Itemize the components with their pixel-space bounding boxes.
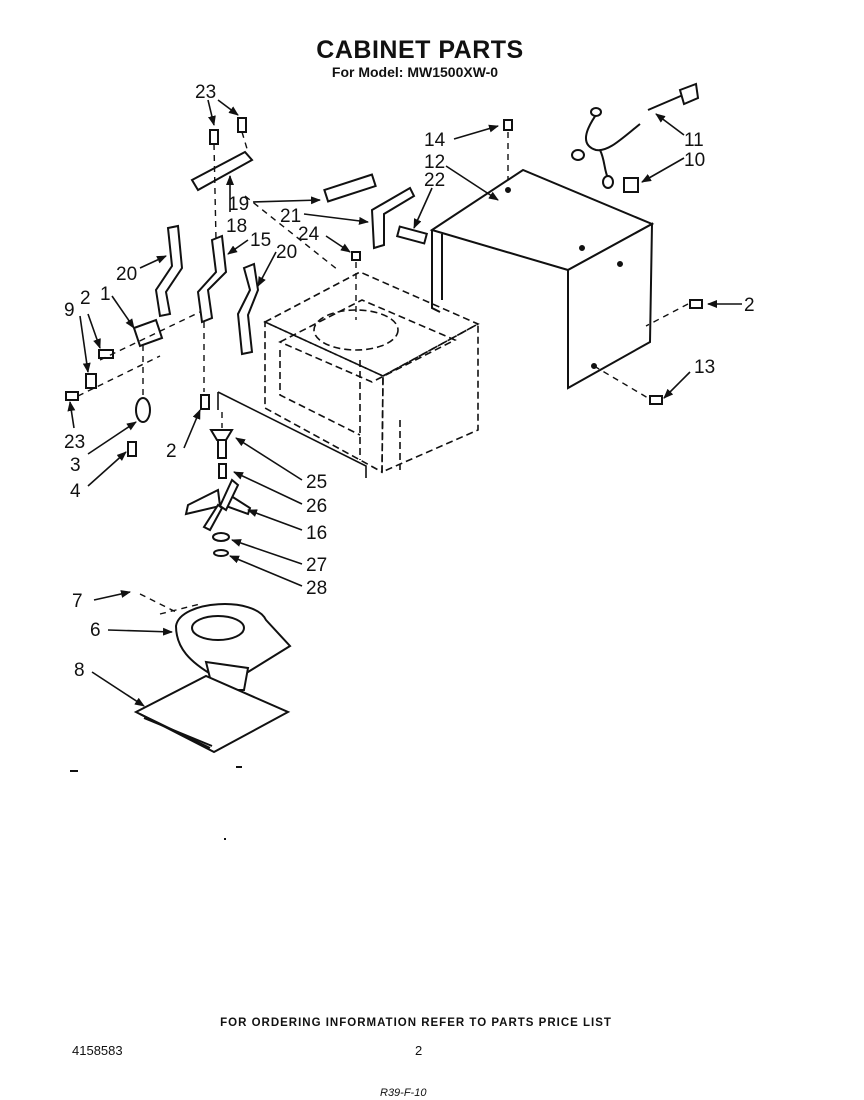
callout-14: 14 [424, 130, 446, 151]
callout-23-top: 23 [195, 82, 216, 103]
model-subtitle: For Model: MW1500XW-0 [331, 64, 499, 80]
callout-18: 18 [226, 216, 247, 237]
page-title: CABINET PARTS [316, 36, 524, 64]
callout-7: 7 [72, 591, 83, 612]
document-number: 4158583 [72, 1043, 123, 1058]
handwritten-note: R39-F-10 [380, 1087, 427, 1099]
callout-21: 21 [280, 206, 301, 227]
callout-9: 9 [64, 300, 75, 321]
callout-6: 6 [90, 620, 101, 641]
door-hinge-assembly [154, 150, 429, 356]
callout-22: 22 [424, 170, 445, 191]
callout-3: 3 [70, 455, 81, 476]
callout-27: 27 [306, 555, 327, 576]
callout-leader-arrows [67, 99, 742, 707]
screws-and-fasteners [65, 117, 703, 457]
callout-1: 1 [100, 284, 111, 305]
power-cord-and-cutout [571, 82, 700, 193]
callout-2-right: 2 [744, 295, 755, 316]
callout-8: 8 [74, 660, 85, 681]
callout-10: 10 [684, 150, 705, 171]
print-marks [70, 766, 242, 840]
assembly-guide-lines [77, 131, 689, 615]
callout-labels: 23 14 12 11 10 19 22 21 18 24 15 20 20 1… [64, 82, 755, 681]
callout-2-bottom: 2 [166, 441, 177, 462]
stirrer-fan-assembly [184, 429, 252, 557]
wiring-lead-outline [217, 391, 367, 478]
callout-13: 13 [694, 357, 715, 378]
callout-19: 19 [228, 194, 249, 215]
callout-12: 12 [424, 152, 445, 173]
oven-cavity-dashed [263, 271, 480, 474]
cabinet-parts-diagram: 23 14 12 11 10 19 22 21 18 24 15 20 20 1… [64, 82, 755, 840]
callout-11: 11 [684, 130, 704, 151]
filter-panel [133, 674, 291, 754]
callout-24: 24 [298, 224, 320, 245]
callout-25: 25 [306, 472, 327, 493]
callout-15: 15 [250, 230, 271, 251]
callout-23-bottom: 23 [64, 432, 85, 453]
callout-20-left: 20 [116, 264, 137, 285]
callout-4: 4 [70, 481, 81, 502]
callout-28: 28 [306, 578, 327, 599]
callout-16: 16 [306, 523, 327, 544]
blower-housing [174, 603, 292, 691]
callout-26: 26 [306, 496, 327, 517]
callout-2-left: 2 [80, 288, 91, 309]
page-number: 2 [415, 1043, 423, 1058]
ordering-instruction: FOR ORDERING INFORMATION REFER TO PARTS … [220, 1017, 612, 1029]
callout-20-right: 20 [276, 242, 297, 263]
outer-cabinet-wrapper [429, 168, 655, 390]
